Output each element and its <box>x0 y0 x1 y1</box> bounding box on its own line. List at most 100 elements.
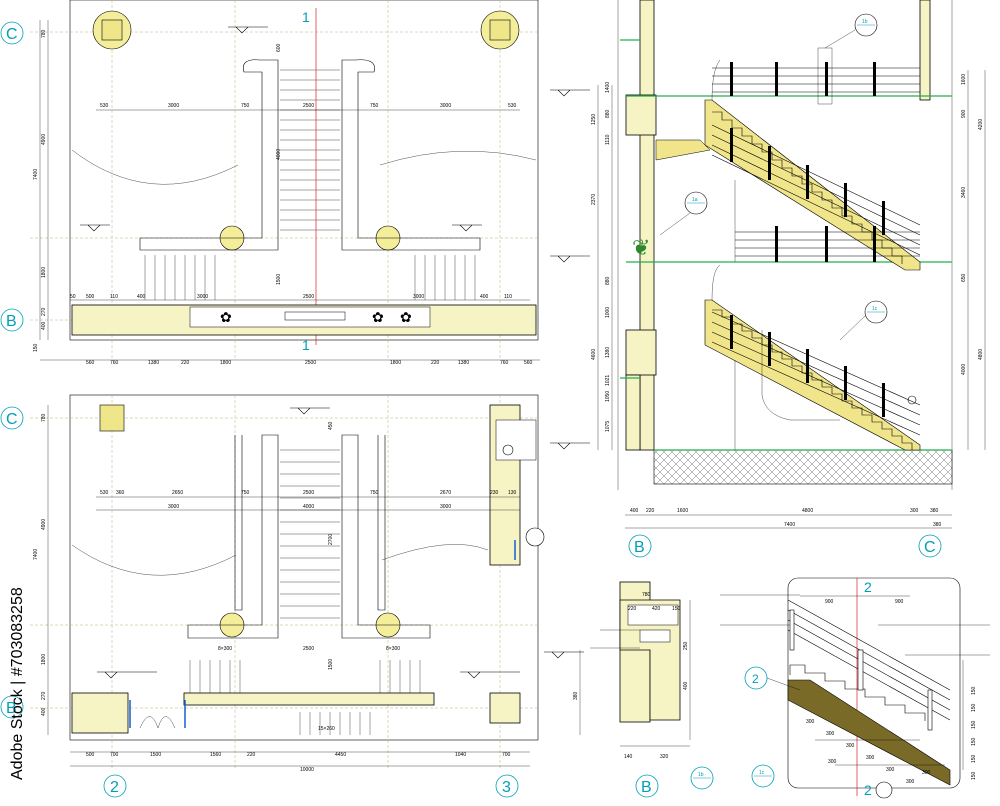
svg-text:10000: 10000 <box>300 767 314 773</box>
section-left-dims: 1400 1250 880 2370 1110 880 1000 1380 46… <box>591 82 611 432</box>
svg-text:530: 530 <box>100 490 109 496</box>
svg-text:3000: 3000 <box>413 294 424 300</box>
svg-text:750: 750 <box>370 103 379 109</box>
svg-text:380: 380 <box>573 691 579 700</box>
svg-text:3460: 3460 <box>961 187 967 198</box>
svg-text:1400: 1400 <box>605 82 611 93</box>
ground-fill <box>653 449 953 485</box>
svg-text:380: 380 <box>930 508 939 514</box>
stair-detail: 2 1c 2 2 900 900 300 300 300 300 300 300… <box>720 577 990 799</box>
svg-text:760: 760 <box>500 360 509 366</box>
axis-bubble <box>0 695 24 719</box>
svg-text:1560: 1560 <box>210 752 221 758</box>
upper-bottom-dims: 560 760 1380 220 1800 2500 1800 220 1380… <box>86 360 533 366</box>
svg-text:1250: 1250 <box>591 114 597 125</box>
svg-text:300: 300 <box>886 767 895 773</box>
axis-bubble <box>103 774 127 798</box>
svg-text:270: 270 <box>41 307 47 316</box>
svg-text:140: 140 <box>624 754 633 760</box>
svg-text:1500: 1500 <box>328 659 334 670</box>
svg-text:1800: 1800 <box>41 654 47 665</box>
upper-left-dims: 780 4900 7400 1800 270 400 150 <box>33 29 47 352</box>
section-right-dims: 1600 900 4200 3460 650 4800 4000 <box>961 74 984 375</box>
svg-text:220: 220 <box>431 360 440 366</box>
svg-text:230: 230 <box>490 490 499 496</box>
section-bottom-dims: 400 1600 4800 300 220 380 7400 380 <box>630 508 942 528</box>
svg-text:4000: 4000 <box>303 504 314 510</box>
svg-text:3000: 3000 <box>440 103 451 109</box>
axis-label: B <box>6 700 17 717</box>
svg-text:1021: 1021 <box>605 375 611 386</box>
svg-text:400: 400 <box>480 294 489 300</box>
svg-text:1380: 1380 <box>458 360 469 366</box>
svg-text:220: 220 <box>181 360 190 366</box>
svg-text:4450: 4450 <box>335 752 346 758</box>
svg-text:3000: 3000 <box>168 103 179 109</box>
svg-text:300: 300 <box>906 779 915 785</box>
svg-text:4600: 4600 <box>591 349 597 360</box>
section-mark: 1 <box>302 9 310 25</box>
lower-mid-dims: 3000 4000 3000 <box>168 504 451 510</box>
svg-text:880: 880 <box>605 276 611 285</box>
lower-landing-dims: 8×300 2500 8×300 15×260 <box>218 646 400 732</box>
svg-text:300: 300 <box>846 743 855 749</box>
svg-text:150: 150 <box>971 771 977 780</box>
upper-top-dims: 530 3000 750 2500 750 3000 530 <box>100 103 517 109</box>
svg-text:450: 450 <box>328 421 334 430</box>
svg-text:150: 150 <box>33 343 39 352</box>
svg-text:400: 400 <box>630 508 639 514</box>
svg-text:270: 270 <box>41 691 47 700</box>
section-mark: 2 <box>864 579 872 595</box>
svg-text:4800: 4800 <box>802 508 813 514</box>
svg-text:220: 220 <box>247 752 256 758</box>
upper-flight-slab <box>704 99 921 271</box>
svg-text:400: 400 <box>683 681 689 690</box>
svg-text:4000: 4000 <box>276 149 282 160</box>
svg-text:1380: 1380 <box>605 347 611 358</box>
section-mark: 2 <box>864 782 872 798</box>
svg-text:8×300: 8×300 <box>386 646 400 652</box>
svg-text:150: 150 <box>971 754 977 763</box>
svg-text:50: 50 <box>70 294 76 300</box>
axis-bubble <box>918 534 942 558</box>
svg-text:1800: 1800 <box>41 267 47 278</box>
svg-text:2500: 2500 <box>303 103 314 109</box>
svg-text:2650: 2650 <box>172 490 183 496</box>
svg-text:900: 900 <box>825 599 834 605</box>
svg-text:300: 300 <box>910 508 919 514</box>
lower-landing-treads <box>189 660 421 735</box>
svg-text:1600: 1600 <box>677 508 688 514</box>
svg-text:1050: 1050 <box>605 391 611 402</box>
axis-bubble <box>635 774 659 798</box>
section-detail-tags: 1b 1a 1c <box>659 13 888 341</box>
svg-text:750: 750 <box>370 490 379 496</box>
svg-text:1075: 1075 <box>605 421 611 432</box>
svg-text:4900: 4900 <box>41 134 47 145</box>
svg-text:500: 500 <box>86 752 95 758</box>
svg-text:2500: 2500 <box>303 294 314 300</box>
svg-text:600: 600 <box>276 43 282 52</box>
svg-text:1040: 1040 <box>455 752 466 758</box>
svg-text:250: 250 <box>683 641 689 650</box>
svg-text:3000: 3000 <box>197 294 208 300</box>
detail-b: B 1b 780 220 420 150 250 380 400 140 320 <box>544 581 714 798</box>
svg-text:✿: ✿ <box>372 309 384 325</box>
lower-flight-dims: 450 2700 1500 <box>328 421 334 670</box>
handrails <box>711 62 921 436</box>
svg-text:1110: 1110 <box>605 134 611 145</box>
svg-text:150: 150 <box>971 703 977 712</box>
svg-text:3000: 3000 <box>168 504 179 510</box>
upper-plan: ✿ ✿ ✿ C B 1 1 530 3000 750 2500 750 3000… <box>0 0 540 366</box>
axis-label: B <box>6 313 17 330</box>
upper-flight-dims: 600 4000 1500 <box>276 43 282 285</box>
svg-text:300: 300 <box>828 759 837 765</box>
svg-text:780: 780 <box>41 29 47 38</box>
axis-label: C <box>6 26 18 43</box>
svg-text:400: 400 <box>41 707 47 716</box>
svg-text:1800: 1800 <box>220 360 231 366</box>
svg-text:760: 760 <box>110 360 119 366</box>
svg-text:150: 150 <box>971 686 977 695</box>
svg-text:900: 900 <box>895 599 904 605</box>
axis-label: C <box>6 411 18 428</box>
svg-text:1800: 1800 <box>390 360 401 366</box>
